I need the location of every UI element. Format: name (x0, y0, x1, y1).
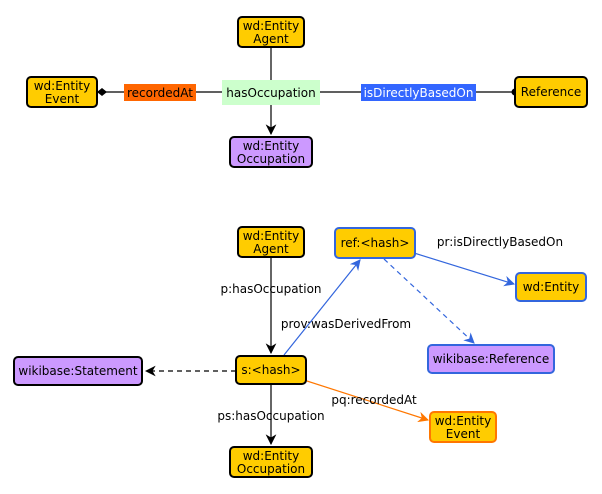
label-top-recordedat-text: recordedAt (127, 86, 193, 100)
node-bottom-event-line2: Event (446, 427, 481, 441)
node-bottom-occupation-line2: Occupation (237, 462, 305, 476)
diamond-head-icon (97, 88, 107, 96)
node-bottom-occupation-line1: wd:Entity (243, 449, 300, 463)
node-bottom-agent: wd:Entity Agent (237, 226, 305, 258)
node-top-occupation-line2: Occupation (237, 152, 305, 166)
label-pr-isdirectlybasedon: pr:isDirectlyBasedOn (437, 235, 563, 249)
node-top-occupation: wd:Entity Occupation (229, 136, 313, 168)
label-top-recordedat: recordedAt (124, 84, 196, 101)
node-wikibase-reference-text: wikibase:Reference (433, 352, 550, 366)
node-top-event: wd:Entity Event (26, 76, 98, 108)
label-top-isdirectlybasedon: isDirectlyBasedOn (361, 84, 476, 101)
node-ref-hash-text: ref:<hash> (341, 236, 410, 250)
node-top-reference-text: Reference (521, 85, 581, 99)
label-pq-recordedat: pq:recordedAt (331, 393, 417, 407)
node-wikibase-reference: wikibase:Reference (427, 344, 555, 374)
node-ref-hash: ref:<hash> (334, 227, 416, 259)
edge-statement-to-event (306, 380, 430, 423)
node-bottom-wd-entity: wd:Entity (515, 272, 587, 302)
node-bottom-occupation: wd:Entity Occupation (229, 446, 313, 478)
label-ps-hasoccupation: ps:hasOccupation (217, 409, 324, 423)
label-top-isdirectlybasedon-text: isDirectlyBasedOn (364, 86, 474, 100)
edge-ref-to-wikibase-reference (383, 258, 475, 344)
edge-ref-to-wd-entity (413, 252, 516, 287)
node-top-reference: Reference (514, 76, 588, 108)
node-top-event-line2: Event (45, 92, 80, 106)
node-top-agent: wd:Entity Agent (237, 16, 305, 48)
edge-statement-to-ref (283, 259, 361, 356)
node-wikibase-statement-text: wikibase:Statement (18, 364, 138, 378)
node-bottom-agent-line2: Agent (253, 242, 289, 256)
node-top-event-line1: wd:Entity (34, 79, 91, 93)
node-bottom-agent-line1: wd:Entity (243, 229, 300, 243)
node-wikibase-statement: wikibase:Statement (13, 356, 143, 386)
node-bottom-wd-entity-text: wd:Entity (523, 280, 580, 294)
node-top-occupation-line1: wd:Entity (243, 139, 300, 153)
node-statement-hash: s:<hash> (235, 355, 307, 385)
label-p-hasoccupation: p:hasOccupation (220, 282, 321, 296)
node-statement-hash-text: s:<hash> (241, 363, 300, 377)
label-prov-wasderivedfrom: prov:wasDerivedFrom (281, 317, 411, 331)
node-bottom-event-line1: wd:Entity (435, 414, 492, 428)
label-top-hasoccupation-text: hasOccupation (226, 86, 315, 100)
node-top-agent-line2: Agent (253, 32, 289, 46)
node-bottom-event: wd:Entity Event (429, 411, 497, 443)
label-top-hasoccupation: hasOccupation (222, 80, 320, 105)
node-top-agent-line1: wd:Entity (243, 19, 300, 33)
